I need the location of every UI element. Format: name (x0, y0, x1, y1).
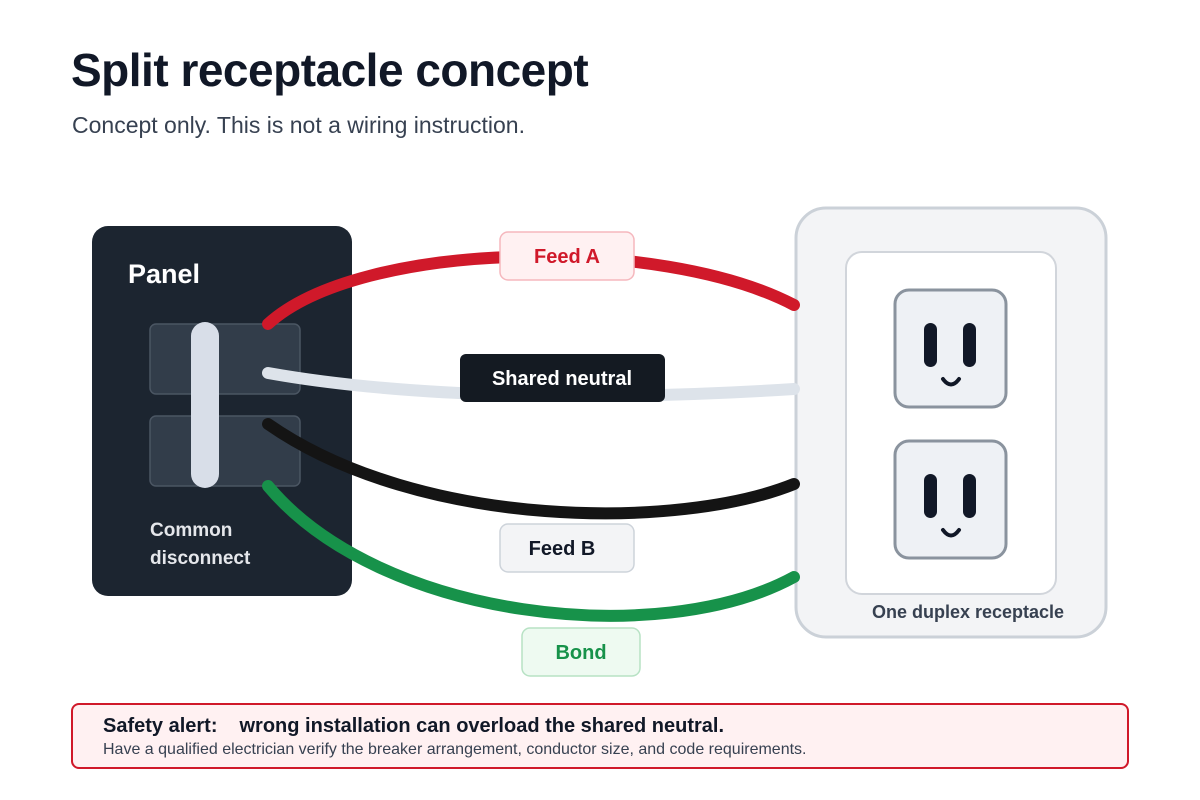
breaker-icon (149, 323, 301, 395)
shared-neutral-label: Shared neutral (492, 368, 632, 390)
page-title: Split receptacle concept (71, 44, 589, 96)
breaker-icon (149, 415, 301, 487)
bond-label: Bond (555, 642, 606, 664)
outlet-icon (893, 439, 1008, 560)
feed-b-wire (262, 418, 800, 520)
safety-alert-heading: Safety alert: (103, 715, 218, 737)
feed-b-tag: Feed B (499, 523, 635, 573)
common-disconnect-handle (191, 322, 219, 488)
feed-b-label: Feed B (529, 538, 596, 560)
bond-wire (262, 480, 800, 622)
shared-neutral-tag: Shared neutral (460, 354, 665, 402)
safety-alert-message: wrong installation can overload the shar… (239, 715, 725, 737)
safety-alert: Safety alert: wrong installation can over… (71, 703, 1129, 769)
panel-label: Panel (128, 259, 200, 289)
page-subtitle: Concept only. This is not a wiring instr… (72, 112, 525, 138)
panel: Panel Common disconnect (92, 226, 352, 596)
safety-alert-detail: Have a qualified electrician verify the … (103, 741, 807, 758)
disconnect-label-line2: disconnect (150, 548, 251, 569)
bond-tag: Bond (521, 627, 641, 677)
feed-a-label: Feed A (534, 246, 600, 268)
receptacle: One duplex receptacle (794, 206, 1108, 639)
outlet-icon (893, 288, 1008, 409)
receptacle-label: One duplex receptacle (872, 602, 1064, 622)
feed-a-tag: Feed A (499, 231, 635, 281)
disconnect-label-line1: Common (150, 520, 232, 541)
safety-alert-heading-line: Safety alert: wrong installation can over… (103, 713, 1127, 739)
